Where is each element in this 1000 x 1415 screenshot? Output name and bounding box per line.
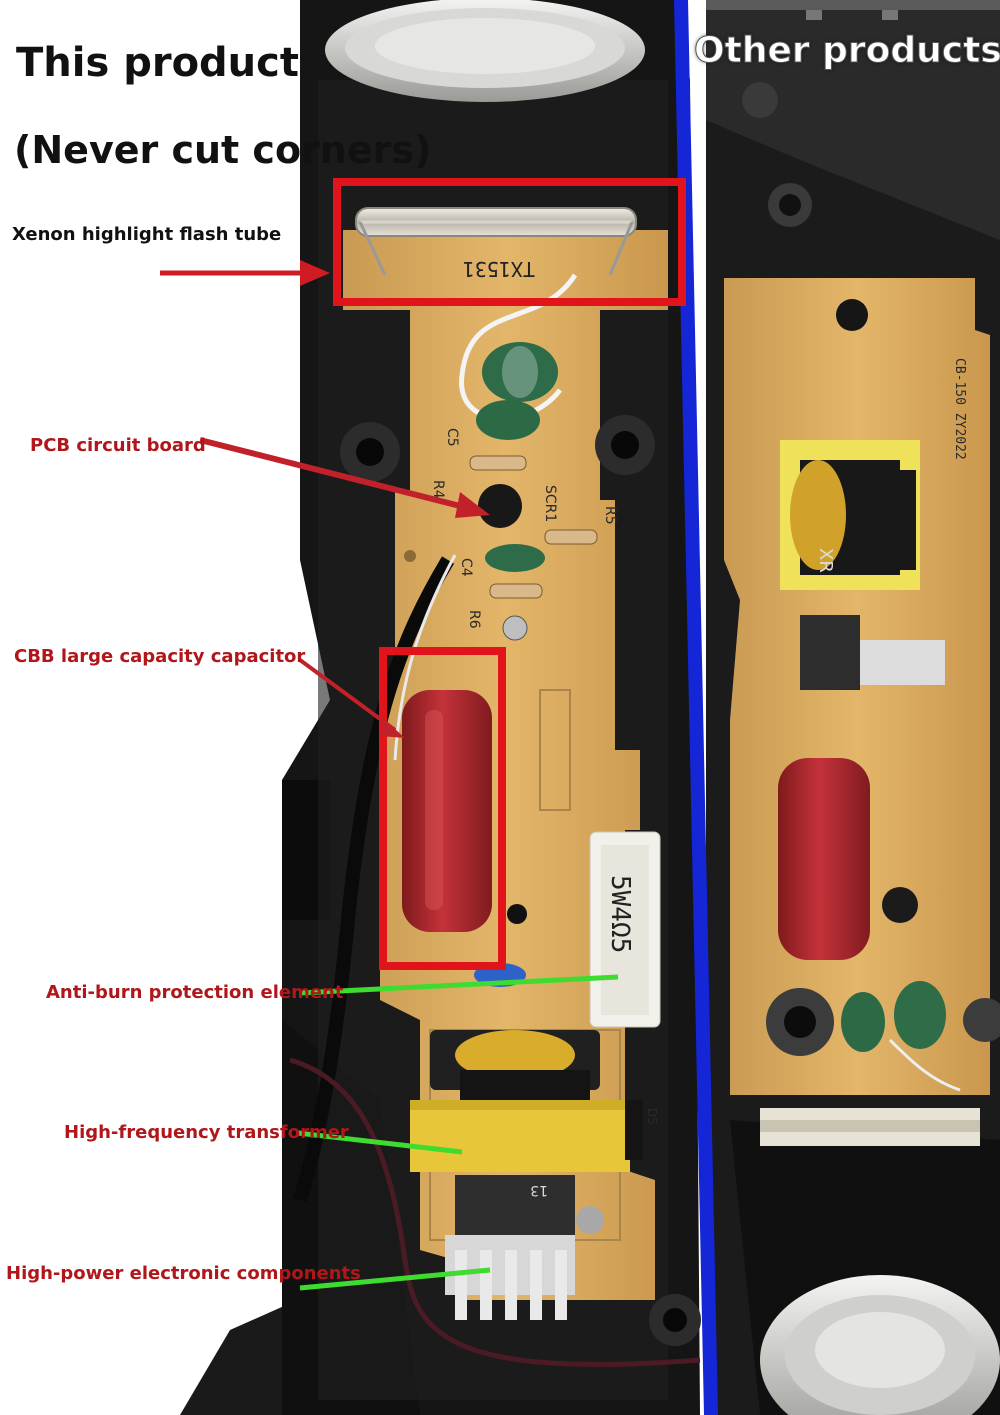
- heading-other-products: Other products: [694, 30, 1000, 72]
- right-transformer-silk-label: XR: [815, 548, 836, 573]
- pointer-power-components: [299, 1267, 491, 1291]
- right-board-silk-label: CB-150 ZY2022: [952, 358, 967, 460]
- left-cbb-capacitor: [402, 690, 492, 932]
- silk-c5: C5: [444, 428, 460, 447]
- silk-13: 13: [530, 1182, 548, 1198]
- arrow-capacitor: [298, 658, 405, 738]
- highlight-box-flash-tube: [333, 178, 686, 306]
- silk-c4: C4: [458, 558, 474, 577]
- heading-this-product: This product: [16, 40, 299, 86]
- resistor-marking: 5W4Ω5: [605, 875, 635, 953]
- silk-r6: R6: [466, 610, 482, 629]
- heading-never-cut-corners: (Never cut corners): [14, 128, 432, 172]
- left-flash-tube: [355, 207, 637, 276]
- left-hf-transformer: [410, 1030, 643, 1172]
- callout-power-components: High-power electronic components: [6, 1263, 361, 1284]
- arrow-flash-tube: [160, 260, 330, 286]
- left-heatsink: [445, 1175, 604, 1320]
- highlight-box-capacitor: [379, 647, 506, 970]
- silk-scr1: SCR1: [542, 485, 558, 522]
- callout-pcb: PCB circuit board: [30, 435, 206, 456]
- callout-capacitor: CBB large capacity capacitor: [14, 646, 306, 667]
- divider-line: [674, 0, 718, 1415]
- callout-flash-tube: Xenon highlight flash tube: [12, 224, 282, 245]
- silk-d5: D5: [645, 1108, 659, 1125]
- right-transformer: [780, 440, 920, 590]
- callout-anti-burn: Anti-burn protection element: [46, 982, 344, 1003]
- right-capacitor: [778, 758, 870, 960]
- callout-transformer: High-frequency transformer: [64, 1122, 349, 1143]
- silk-r4: R4: [430, 480, 446, 499]
- tube-silk-label: TX1531: [463, 257, 535, 281]
- silk-r5: R5: [602, 506, 618, 525]
- pointer-anti-burn: [299, 974, 619, 996]
- arrow-pcb: [199, 437, 490, 518]
- pointer-transformer: [297, 1130, 463, 1155]
